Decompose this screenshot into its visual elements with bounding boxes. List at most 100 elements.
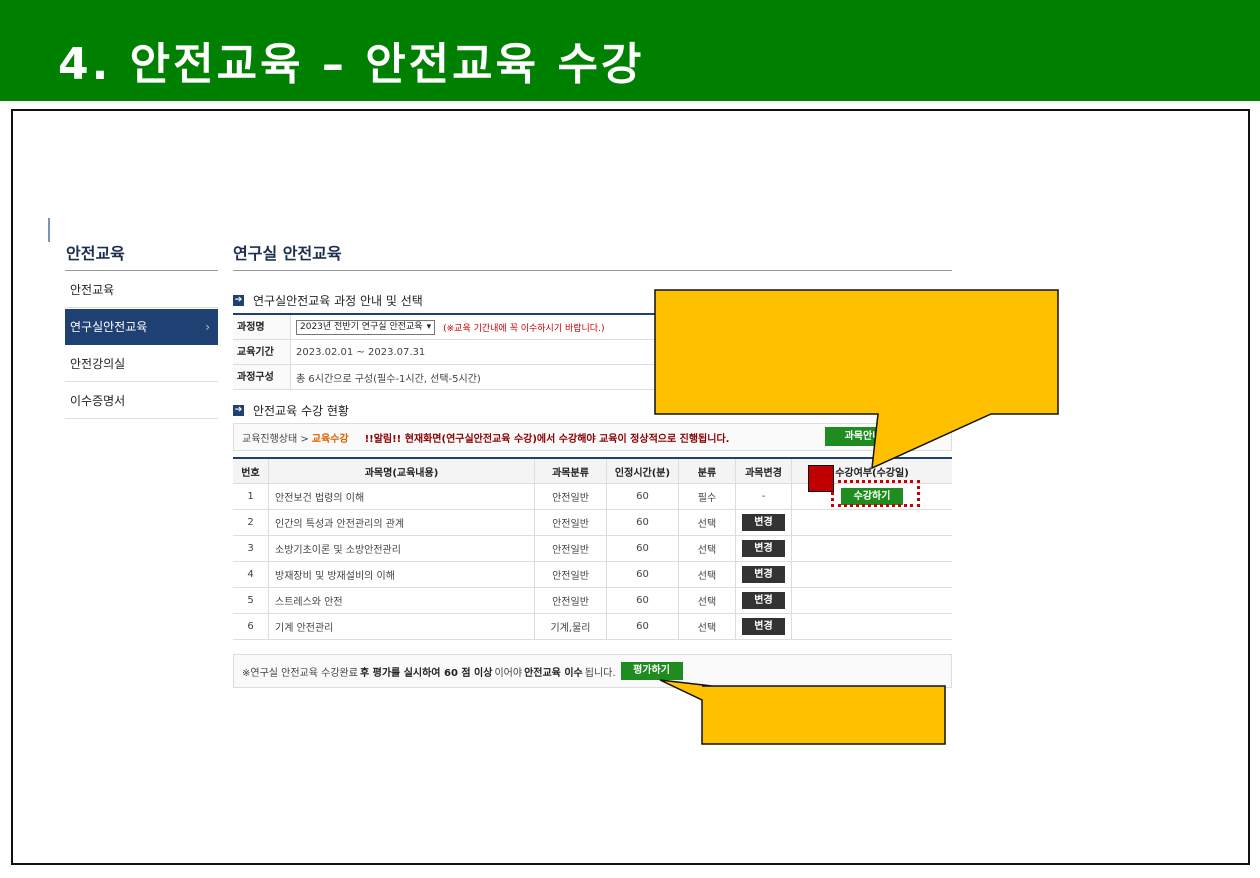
course-name-value: 2023년 전반기 연구실 안전교육 ▾ (※교육 기간내에 꼭 이수하시기 바… [291,319,605,335]
screenshot-frame [11,109,1250,865]
status-current: 교육수강 [311,433,349,445]
cell-category: 안전일반 [535,588,607,613]
cell-name: 방재장비 및 방재설비의 이해 [269,562,535,587]
enroll-button[interactable]: 수강하기 [841,488,903,505]
page-title: 연구실 안전교육 [233,244,342,263]
cell-category: 안전일반 [535,562,607,587]
sidebar-item-label: 안전교육 [70,283,115,297]
sidebar-title: 안전교육 [66,244,125,263]
cell-name: 기계 안전관리 [269,614,535,639]
cell-name: 소방기초이론 및 소방안전관리 [269,536,535,561]
chevron-right-icon: › [205,320,210,334]
page-title-divider [233,270,952,271]
table-row: 2 인간의 특성과 안전관리의 관계 안전일반 60 선택 변경 [233,510,952,536]
slide-title: 4. 안전교육 – 안전교육 수강 [58,39,645,90]
eval-text: 됩니다. [584,667,616,679]
cell-change: 변경 [736,588,792,613]
change-button[interactable]: 변경 [742,514,785,531]
cell-change: 변경 [736,614,792,639]
sidebar-divider [65,270,218,271]
eval-text: ※연구실 안전교육 수강완료 [242,667,358,679]
side-accent-bar [48,218,50,242]
cell-no: 6 [233,614,269,639]
header-name: 과목명(교육내용) [269,459,535,483]
change-button[interactable]: 변경 [742,618,785,635]
change-button[interactable]: 변경 [742,566,785,583]
course-name-label: 과정명 [233,315,291,339]
cell-change: - [736,484,792,509]
sidebar-item-label: 연구실안전교육 [70,320,148,334]
section-enrollment-header: ➔ 안전교육 수강 현황 [233,402,349,419]
cell-no: 2 [233,510,269,535]
cell-type: 선택 [679,510,736,535]
table-row: 4 방재장비 및 방재설비의 이해 안전일반 60 선택 변경 [233,562,952,588]
cell-name: 스트레스와 안전 [269,588,535,613]
section-title: 연구실안전교육 과정 안내 및 선택 [253,294,423,308]
cell-change: 변경 [736,562,792,587]
header-change: 과목변경 [736,459,792,483]
table-row: 1 안전보건 법령의 이해 안전일반 60 필수 - 수강하기 [233,484,952,510]
cell-type: 필수 [679,484,736,509]
evaluation-bar: ※연구실 안전교육 수강완료 후 평가를 실시하여 60 점 이상 이어야 안전… [233,654,952,688]
header-category: 과목분류 [535,459,607,483]
cell-type: 선택 [679,536,736,561]
header-no: 번호 [233,459,269,483]
cell-no: 4 [233,562,269,587]
sidebar-item-safety-lecture-room[interactable]: 안전강의실 [65,346,218,382]
course-name-row: 과정명 2023년 전반기 연구실 안전교육 ▾ (※교육 기간내에 꼭 이수하… [233,315,952,340]
section-title: 안전교육 수강 현황 [253,404,349,418]
course-period-label: 교육기간 [233,340,291,364]
cell-type: 선택 [679,562,736,587]
status-breadcrumb: 교육진행상태 > [242,433,309,445]
table-row: 3 소방기초이론 및 소방안전관리 안전일반 60 선택 변경 [233,536,952,562]
title-banner: 4. 안전교육 – 안전교육 수강 [0,0,1260,101]
callout-bottom-shape [659,679,946,745]
table-row: 6 기계 안전관리 기계,물리 60 선택 변경 [233,614,952,640]
cell-name: 인간의 특성과 안전관리의 관계 [269,510,535,535]
sidebar-item-lab-safety-education[interactable]: 연구실안전교육 › [65,309,218,345]
cell-time: 60 [607,536,679,561]
course-select-value: 2023년 전반기 연구실 안전교육 [300,321,423,332]
enroll-highlight-box [831,480,920,507]
cell-category: 기계,물리 [535,614,607,639]
sidebar-item-safety-education[interactable]: 안전교육 [65,272,218,308]
section-course-info-header: ➔ 연구실안전교육 과정 안내 및 선택 [233,292,423,309]
course-info-table: 과정명 2023년 전반기 연구실 안전교육 ▾ (※교육 기간내에 꼭 이수하… [233,313,952,390]
callout-top-shape [654,289,1059,470]
course-composition-label: 과정구성 [233,365,291,389]
course-composition-value: 총 6시간으로 구성(필수-1시간, 선택-5시간) [296,373,481,385]
cell-time: 60 [607,614,679,639]
course-select[interactable]: 2023년 전반기 연구실 안전교육 ▾ [296,319,436,335]
course-note: (※교육 기간내에 꼭 이수하시기 바랍니다.) [443,323,605,334]
course-period-value: 2023.02.01 ~ 2023.07.31 [296,346,426,358]
table-row: 5 스트레스와 안전 안전일반 60 선택 변경 [233,588,952,614]
sidebar-item-certificate[interactable]: 이수증명서 [65,383,218,419]
cell-type: 선택 [679,588,736,613]
course-composition-row: 과정구성 총 6시간으로 구성(필수-1시간, 선택-5시간) [233,365,952,390]
cell-type: 선택 [679,614,736,639]
arrow-right-icon: ➔ [233,295,244,306]
header-enrollment: 수강여부(수강일) [835,467,909,479]
change-button[interactable]: 변경 [742,540,785,557]
eval-text: 이어야 [494,667,523,679]
cell-time: 60 [607,562,679,587]
cell-no: 1 [233,484,269,509]
cell-time: 60 [607,588,679,613]
evaluate-button[interactable]: 평가하기 [620,662,683,680]
eval-text-strong: 후 평가를 실시하여 60 점 이상 [359,667,493,679]
change-button[interactable]: 변경 [742,592,785,609]
header-type: 분류 [679,459,736,483]
course-period-row: 교육기간 2023.02.01 ~ 2023.07.31 [233,340,952,365]
cell-no: 3 [233,536,269,561]
cell-enrollment: 수강하기 [792,484,952,509]
cell-name: 안전보건 법령의 이해 [269,484,535,509]
status-alert: !!알림!! 현재화면(연구실안전교육 수강)에서 수강해야 교육이 정상적으로… [364,433,730,445]
chevron-down-icon: ▾ [426,321,432,332]
arrow-right-icon: ➔ [233,405,244,416]
cell-time: 60 [607,484,679,509]
cell-category: 안전일반 [535,484,607,509]
cell-time: 60 [607,510,679,535]
sidebar-item-label: 안전강의실 [70,357,126,371]
cell-category: 안전일반 [535,536,607,561]
